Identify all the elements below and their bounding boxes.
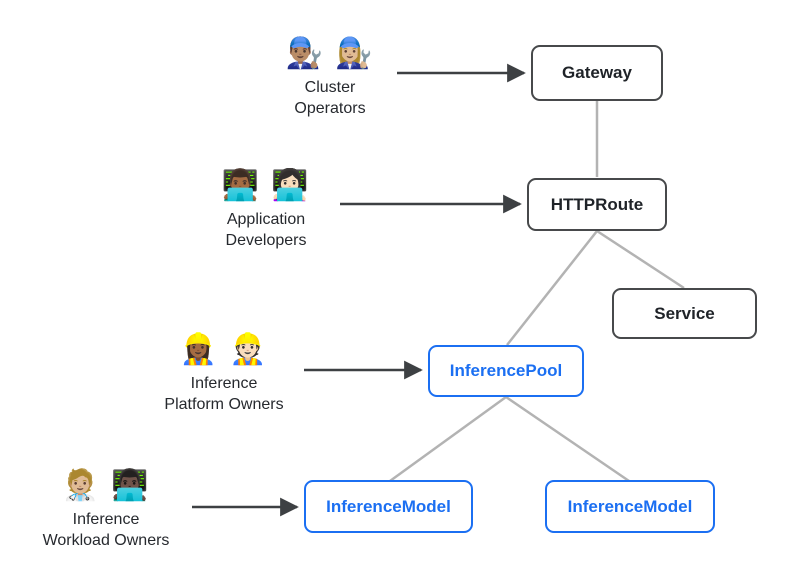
node-label-gateway: Gateway — [562, 63, 632, 82]
persona-label-inference-platform-owners: Inference Platform Owners — [164, 373, 283, 415]
man-mechanic-icon woman-mechanic-icon: 👨🏽‍🔧 👩🏼‍🔧 — [285, 37, 375, 70]
node-label-service: Service — [654, 303, 715, 323]
persona-application-developers: 👨🏾‍💻 👩🏻‍💻 Application Developers — [186, 166, 346, 251]
woman-construction-worker-icon man-construction-worker-icon: 👷🏾‍♀️ 👷🏻 — [179, 333, 269, 366]
persona-label-cluster-operators: Cluster Operators — [294, 77, 365, 119]
node-inferencepool: InferencePool — [428, 345, 584, 397]
connector-httproute-inferencepool — [506, 230, 598, 346]
persona-label-line1: Inference — [190, 375, 258, 392]
persona-cluster-operators: 👨🏽‍🔧 👩🏼‍🔧 Cluster Operators — [260, 34, 400, 119]
man-technologist-icon woman-technologist-icon: 👨🏾‍💻 👩🏻‍💻 — [221, 169, 311, 202]
persona-label-application-developers: Application Developers — [226, 209, 307, 251]
node-label-inferencemodel: InferenceModel — [567, 496, 693, 516]
persona-label-line1: Inference — [72, 511, 140, 528]
connector-inferencepool-inferencemodel-left — [389, 395, 507, 483]
persona-label-line1: Application — [226, 211, 306, 228]
persona-label-line2: Developers — [225, 232, 307, 249]
node-inferencemodel-right: InferenceModel — [545, 480, 715, 533]
node-inferencemodel-left: InferenceModel — [304, 480, 473, 533]
connector-inferencepool-inferencemodel-right — [505, 395, 630, 483]
node-httproute: HTTPRoute — [527, 178, 667, 231]
node-label-inferencepool: InferencePool — [449, 361, 563, 380]
persona-label-inference-workload-owners: Inference Workload Owners — [43, 509, 170, 551]
persona-label-line2: Workload Owners — [42, 532, 170, 549]
persona-label-line2: Platform Owners — [164, 396, 284, 413]
persona-inference-platform-owners: 👷🏾‍♀️ 👷🏻 Inference Platform Owners — [134, 330, 314, 415]
health-worker-icon man-technologist-icon: 🧑🏼‍⚕️ 👨🏿‍💻 — [61, 469, 151, 502]
connector-httproute-service — [596, 229, 685, 290]
persona-label-line1: Cluster — [304, 79, 356, 96]
node-service: Service — [612, 288, 757, 339]
persona-label-line2: Operators — [294, 100, 366, 117]
node-label-inferencemodel: InferenceModel — [326, 496, 451, 516]
node-label-httproute: HTTPRoute — [550, 194, 644, 214]
persona-inference-workload-owners: 🧑🏼‍⚕️ 👨🏿‍💻 Inference Workload Owners — [16, 466, 196, 551]
node-gateway: Gateway — [531, 45, 663, 101]
